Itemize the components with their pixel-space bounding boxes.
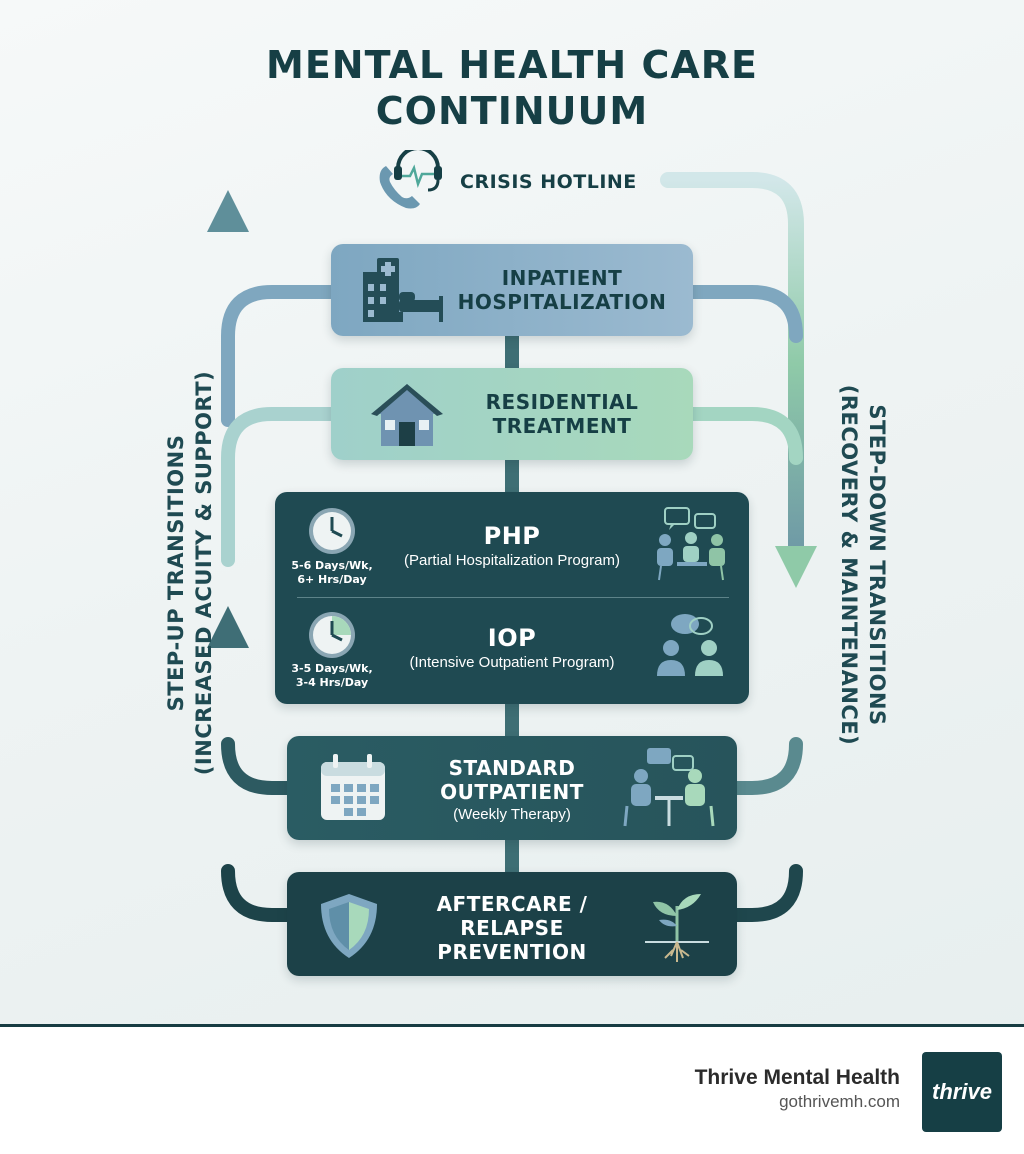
residential-title-line1: RESIDENTIAL xyxy=(485,390,639,414)
transition-arrows xyxy=(207,172,817,922)
stepup-arrow-lower xyxy=(220,642,294,922)
level-php-iop: 5-6 Days/Wk, 6+ Hrs/Day PHP (Partial Hos… xyxy=(275,492,749,704)
php-title: PHP xyxy=(483,522,541,550)
footer xyxy=(0,1027,1024,1154)
shield-icon xyxy=(321,894,377,958)
iop-title: IOP xyxy=(487,624,537,652)
aftercare-title-line2: RELAPSE xyxy=(460,916,564,940)
brand-url[interactable]: gothrivemh.com xyxy=(779,1092,900,1111)
page-title: MENTAL HEALTH CARE CONTINUUM xyxy=(266,43,758,133)
clock-icon xyxy=(309,508,355,554)
brand-logo-text: thrive xyxy=(932,1079,992,1104)
stepdown-arrow-upper xyxy=(660,172,804,556)
stepup-transitions-label: STEP-UP TRANSITIONS (INCREASED ACUITY & … xyxy=(164,370,216,776)
level-standard-outpatient: STANDARD OUTPATIENT (Weekly Therapy) xyxy=(287,736,737,840)
iop-subtitle: (Intensive Outpatient Program) xyxy=(409,654,615,671)
iop-schedule: 3-5 Days/Wk, 3-4 Hrs/Day xyxy=(291,662,373,689)
inpatient-text: INPATIENT HOSPITALIZATION xyxy=(431,266,693,314)
stepup-arrow-upper xyxy=(220,227,338,593)
php-text: PHP (Partial Hospitalization Program) xyxy=(365,522,659,569)
php-iop-divider xyxy=(297,597,729,598)
aftercare-title-line3: PREVENTION xyxy=(437,940,587,964)
iop-text: IOP (Intensive Outpatient Program) xyxy=(365,624,659,671)
chat-people-icon xyxy=(657,614,723,676)
residential-text: RESIDENTIAL TREATMENT xyxy=(431,390,693,438)
outpatient-title-line1: STANDARD xyxy=(448,756,576,780)
php-schedule: 5-6 Days/Wk, 6+ Hrs/Day xyxy=(291,559,373,586)
footer-divider xyxy=(0,1024,1024,1027)
clock-icon xyxy=(309,612,355,658)
aftercare-text: AFTERCARE / RELAPSE PREVENTION xyxy=(387,892,637,964)
phone-heartbeat-headset-icon xyxy=(379,150,442,209)
therapy-session-icon xyxy=(623,748,715,827)
stepup-arrowhead-upper xyxy=(207,190,249,232)
outpatient-title-line2: OUTPATIENT xyxy=(440,780,584,804)
calendar-icon xyxy=(321,754,385,820)
stepdown-arrowhead xyxy=(775,546,817,588)
stepup-arrowhead-lower xyxy=(207,606,249,648)
hospital-bed-icon xyxy=(363,258,443,322)
crisis-hotline: CRISIS HOTLINE xyxy=(372,150,672,214)
stepdown-transitions-label: STEP-DOWN TRANSITIONS (RECOVERY & MAINTE… xyxy=(837,384,889,746)
inpatient-title-line1: INPATIENT xyxy=(501,266,623,290)
php-subtitle: (Partial Hospitalization Program) xyxy=(404,552,620,569)
residential-title-line2: TREATMENT xyxy=(492,414,632,438)
level-inpatient-hospitalization: INPATIENT HOSPITALIZATION xyxy=(331,244,693,336)
inpatient-title-line2: HOSPITALIZATION xyxy=(457,290,667,314)
level-aftercare-relapse-prevention: AFTERCARE / RELAPSE PREVENTION xyxy=(287,872,737,976)
brand-name: Thrive Mental Health xyxy=(694,1066,900,1089)
brand-logo: thrive xyxy=(922,1052,1002,1132)
sprout-icon xyxy=(645,894,709,962)
outpatient-text: STANDARD OUTPATIENT (Weekly Therapy) xyxy=(387,756,637,823)
house-icon xyxy=(371,384,443,446)
level-residential-treatment: RESIDENTIAL TREATMENT xyxy=(331,368,693,460)
group-therapy-icon xyxy=(657,507,725,581)
stepdown-arrow-lower xyxy=(730,598,804,922)
outpatient-subtitle: (Weekly Therapy) xyxy=(453,806,571,823)
crisis-hotline-label: CRISIS HOTLINE xyxy=(460,171,637,193)
aftercare-title-line1: AFTERCARE / xyxy=(436,892,588,916)
